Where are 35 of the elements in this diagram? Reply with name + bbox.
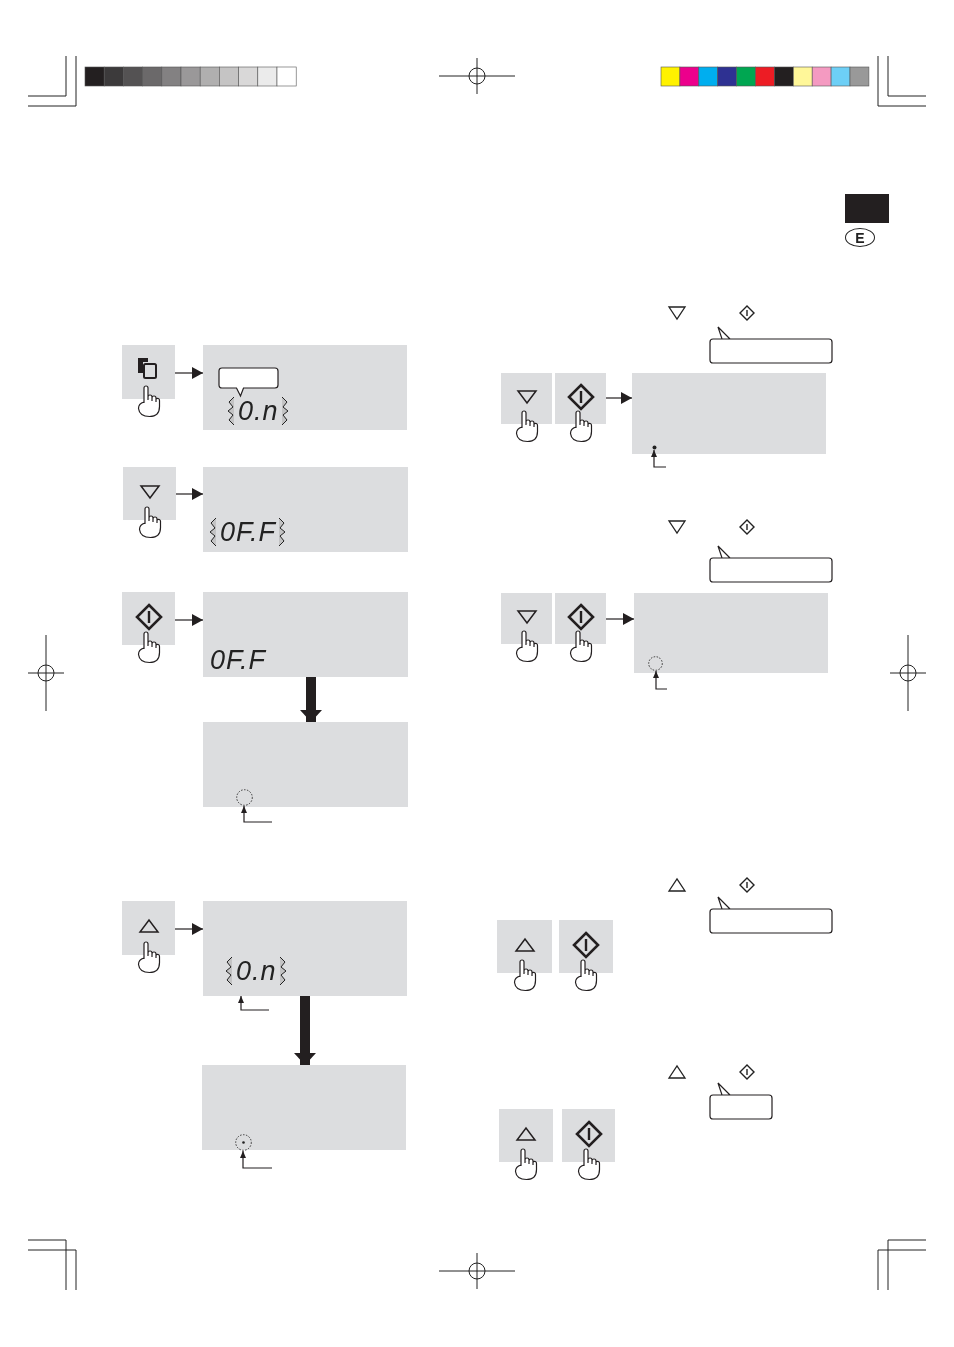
indicator-dot (652, 445, 657, 450)
indicator-circle (235, 1134, 252, 1151)
arrow (175, 488, 204, 500)
speech-bubble (710, 897, 832, 933)
display-reading: 0.n (238, 398, 279, 425)
arrow (174, 614, 204, 626)
display-panel (202, 1065, 406, 1150)
indicator-circle (648, 656, 663, 671)
speech-bubble (710, 1083, 772, 1119)
display-panel (203, 467, 408, 552)
display-panel (632, 373, 826, 454)
language-letter: E (855, 229, 865, 246)
arrow (605, 613, 635, 625)
arrow (174, 923, 204, 935)
leader-line (653, 670, 668, 690)
arrow (605, 392, 633, 404)
leader-line (238, 995, 270, 1011)
speech-bubble (710, 327, 832, 363)
leader-line (240, 1150, 273, 1169)
display-panel (203, 345, 407, 430)
display-reading: 0.n (236, 958, 277, 985)
display-panel (203, 901, 407, 996)
display-reading: 0F.F (210, 647, 267, 674)
speech-bubble (219, 368, 278, 396)
block-arrow (294, 996, 316, 1065)
display-panel (203, 722, 408, 807)
display-panel (634, 593, 828, 673)
leader-line (241, 805, 273, 823)
speech-bubble (710, 546, 832, 582)
display-panel (203, 592, 408, 677)
arrow (174, 367, 204, 379)
indicator-circle (236, 789, 253, 806)
block-arrow (300, 677, 322, 722)
leader-line (651, 449, 667, 468)
display-reading: 0F.F (220, 519, 277, 546)
